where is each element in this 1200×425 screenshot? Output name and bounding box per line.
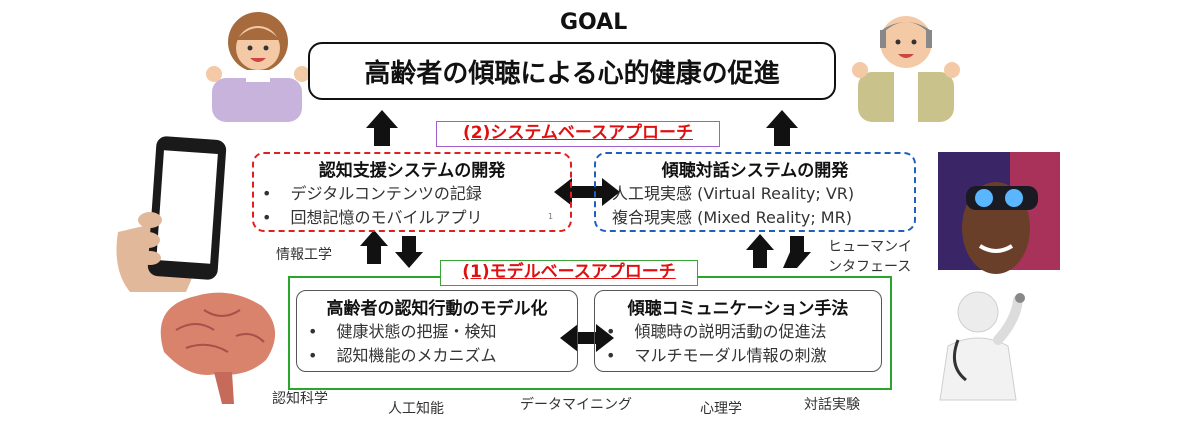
cognitive-model-title: 高齢者の認知行動のモデル化 <box>296 294 578 319</box>
elderly-man-icon <box>852 16 960 122</box>
bullet: • <box>606 346 615 365</box>
vr-headset-user-icon <box>938 152 1060 274</box>
bullet: • <box>308 346 317 365</box>
cognitive-support-title: 認知支援システムの開発 <box>252 156 572 181</box>
communication-title: 傾聴コミュニケーション手法 <box>594 294 882 319</box>
communication-item-2: • マルチモーダル情報の刺激 <box>606 342 827 366</box>
up-arrow-right-icon <box>766 110 798 146</box>
down-arrow-mid-left-icon <box>395 236 423 268</box>
up-arrow-mid-left-icon <box>360 230 388 264</box>
listening-dialog-item-2: 複合現実感 (Mixed Reality; MR) <box>612 204 852 228</box>
cognitive-model-item-1: • 健康状態の把握・検知 <box>308 318 497 342</box>
bullet: • <box>262 208 271 227</box>
field-hi-line1: ヒューマンイ <box>828 236 912 256</box>
doctor-figure-icon <box>940 292 1025 400</box>
brain-icon <box>161 293 275 404</box>
bullet: • <box>606 322 615 341</box>
bullet: • <box>262 184 271 203</box>
cognitive-support-item-2: • 回想記憶のモバイルアプリ <box>262 204 483 228</box>
goal-statement: 高齢者の傾聴による心的健康の促進 <box>364 53 779 90</box>
item-text: 傾聴時の説明活動の促進法 <box>635 322 827 341</box>
item-text: 回想記憶のモバイルアプリ <box>291 208 483 227</box>
listening-dialog-title: 傾聴対話システムの開発 <box>594 156 916 181</box>
listening-dialog-item-1: 人工現実感 (Virtual Reality; VR) <box>612 180 854 204</box>
item-text: デジタルコンテンツの記録 <box>291 184 482 203</box>
field-cog-sci: 認知科学 <box>272 388 328 408</box>
up-arrow-left-icon <box>366 110 398 146</box>
field-info-eng: 情報工学 <box>276 244 332 264</box>
up-arrow-mid-right-icon <box>746 234 774 268</box>
bullet: • <box>308 322 317 341</box>
field-dialog-exp: 対話実験 <box>804 394 860 414</box>
communication-item-1: • 傾聴時の説明活動の促進法 <box>606 318 827 342</box>
field-hi-line2: ンタフェース <box>828 256 911 276</box>
field-data-mining: データマイニング <box>520 394 632 414</box>
system-approach-label: (2)システムベースアプローチ <box>436 121 720 147</box>
model-approach-label: (1)モデルベースアプローチ <box>440 260 698 286</box>
item-text: 認知機能のメカニズム <box>337 346 497 365</box>
field-ai: 人工知能 <box>388 398 444 418</box>
down-arrow-mid-right-icon <box>783 236 811 268</box>
field-psychology: 心理学 <box>700 398 742 418</box>
smartphone-icon <box>117 136 227 292</box>
item-text: マルチモーダル情報の刺激 <box>635 346 827 365</box>
cognitive-model-item-2: • 認知機能のメカニズム <box>308 342 497 366</box>
cognitive-support-item-1: • デジタルコンテンツの記録 <box>262 180 482 204</box>
elderly-woman-icon <box>206 12 310 122</box>
goal-title: GOAL <box>560 10 627 35</box>
goal-statement-box: 高齢者の傾聴による心的健康の促進 <box>308 42 836 100</box>
small-mark: 1 <box>548 212 553 221</box>
item-text: 健康状態の把握・検知 <box>337 322 497 341</box>
